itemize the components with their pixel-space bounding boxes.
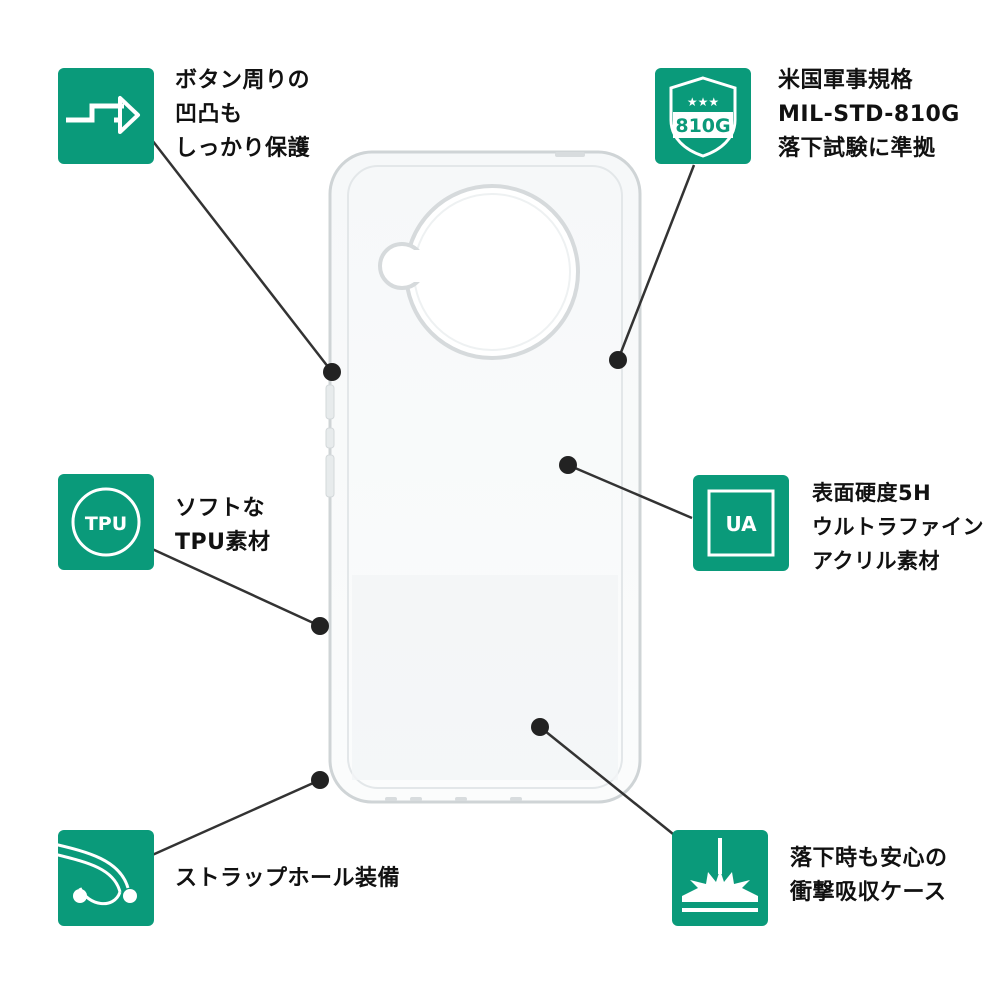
mil-std-tile: ★★★ 810G bbox=[655, 68, 751, 164]
ua-line-1: 表面硬度5H bbox=[812, 481, 932, 505]
tpu-circle-icon: TPU bbox=[71, 487, 141, 557]
impact-tile bbox=[672, 830, 768, 926]
mil-std-line-2: MIL-STD-810G bbox=[778, 102, 960, 127]
button-protection-icon bbox=[66, 96, 140, 134]
button-protection-line-3: しっかり保護 bbox=[175, 136, 311, 161]
impact-line-2: 衝撃吸収ケース bbox=[790, 880, 947, 905]
strap-hole-label: ストラップホール装備 bbox=[175, 862, 400, 896]
tpu-tile: TPU bbox=[58, 474, 154, 570]
ua-line-3: アクリル素材 bbox=[812, 549, 940, 573]
mil-badge-text: 810G bbox=[675, 115, 730, 137]
tpu-line-2: TPU素材 bbox=[175, 530, 271, 555]
ua-line-2: ウルトラファイン bbox=[812, 515, 984, 539]
strap-hole-icon bbox=[58, 843, 137, 906]
ua-square-icon: UA bbox=[707, 489, 775, 557]
ua-label: 表面硬度5H ウルトラファイン アクリル素材 bbox=[812, 476, 984, 578]
mil-std-line-3: 落下試験に準拠 bbox=[778, 136, 936, 161]
tpu-badge-text: TPU bbox=[85, 513, 127, 535]
strap-hole-tile bbox=[58, 830, 154, 926]
impact-burst-icon bbox=[682, 838, 758, 912]
button-protection-tile bbox=[58, 68, 154, 164]
button-protection-line-2: 凹凸も bbox=[175, 102, 243, 127]
tpu-line-1: ソフトな bbox=[175, 496, 266, 521]
button-protection-label: ボタン周りの 凹凸も しっかり保護 bbox=[175, 64, 310, 166]
military-shield-badge-icon: ★★★ 810G bbox=[669, 76, 737, 158]
impact-line-1: 落下時も安心の bbox=[790, 846, 948, 871]
impact-label: 落下時も安心の 衝撃吸収ケース bbox=[790, 842, 948, 910]
strap-hole-line-1: ストラップホール装備 bbox=[175, 866, 401, 891]
ua-tile: UA bbox=[693, 475, 789, 571]
mil-std-label: 米国軍事規格 MIL-STD-810G 落下試験に準拠 bbox=[778, 64, 960, 166]
mil-std-line-1: 米国軍事規格 bbox=[778, 68, 914, 93]
tpu-label: ソフトな TPU素材 bbox=[175, 492, 271, 560]
button-protection-line-1: ボタン周りの bbox=[175, 68, 311, 93]
ua-badge-text: UA bbox=[725, 512, 757, 536]
mil-stars: ★★★ bbox=[687, 95, 719, 109]
